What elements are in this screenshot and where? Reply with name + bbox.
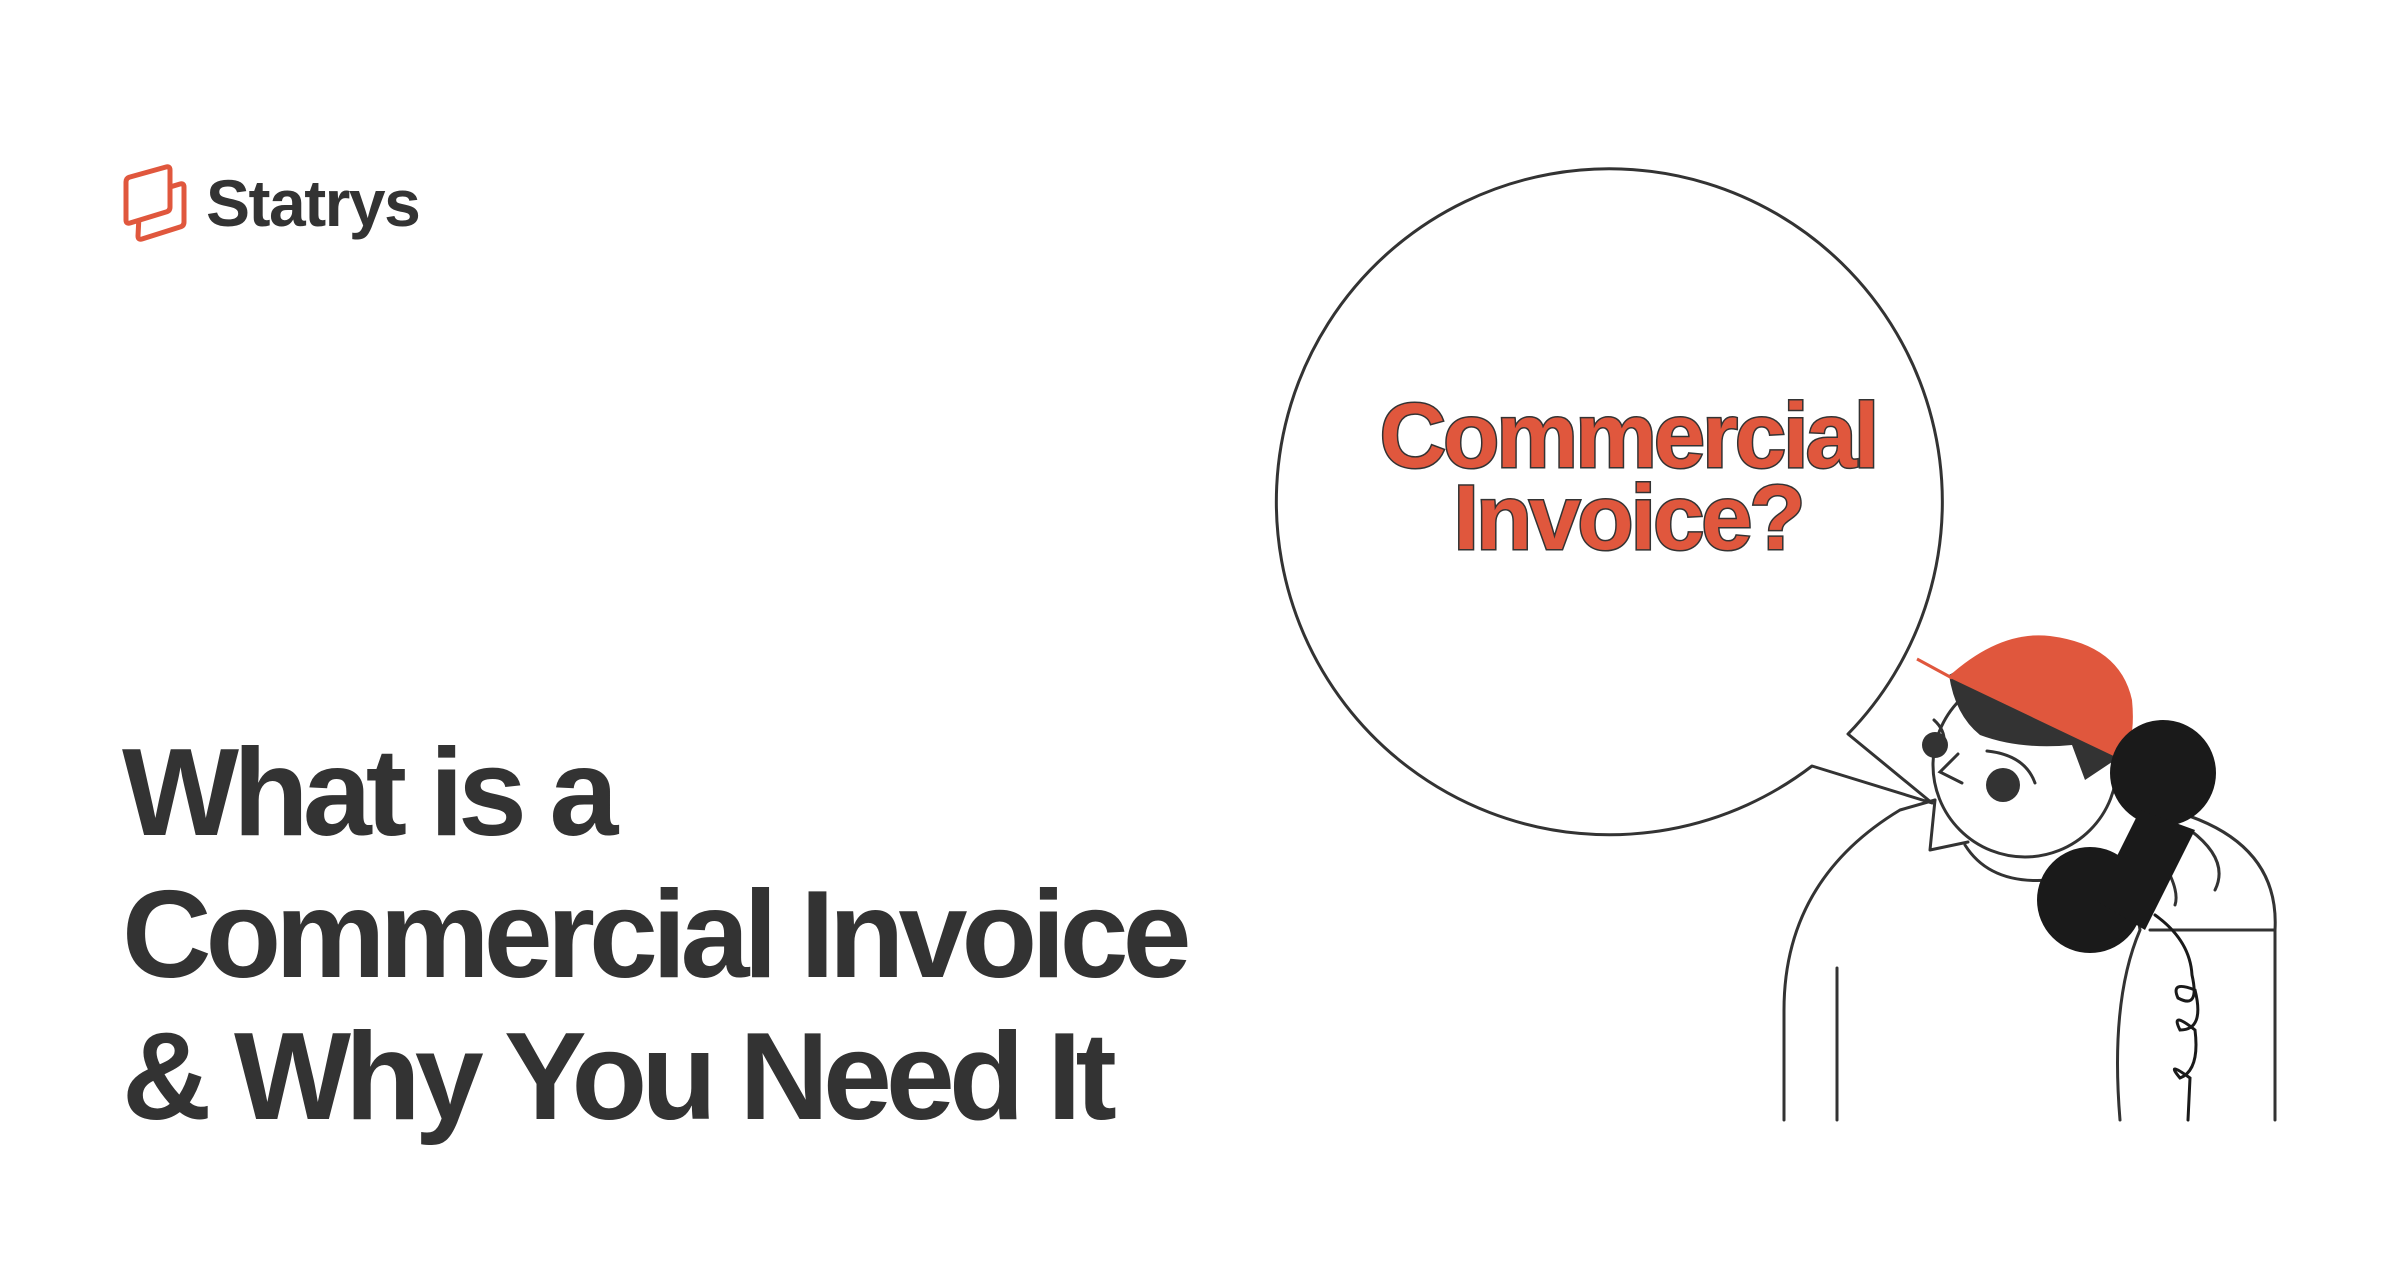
speech-bubble-text: Commercial Invoice? [1303,385,1953,569]
title-line-3: & Why You Need It [122,1008,1117,1146]
brand-logo[interactable]: Statrys [120,160,421,246]
page-title: What is a Commercial Invoice & Why You N… [122,722,1192,1148]
phone-cord [2153,913,2200,1122]
phone-earpiece [2110,720,2216,826]
left-eye [1922,732,1948,758]
bubble-line-2: Invoice? [1452,467,1807,569]
red-cap [1948,635,2133,760]
bubble-line-1: Commercial [1378,385,1881,487]
speech-bubble-outline [1274,167,1944,837]
title-line-2: Commercial Invoice [122,866,1192,1004]
torso-outline [1782,798,1937,1122]
title-line-1: What is a [122,724,618,862]
brand-name: Statrys [206,166,421,240]
stacked-cards-logo-icon [123,164,187,242]
right-eye [1986,768,2020,802]
